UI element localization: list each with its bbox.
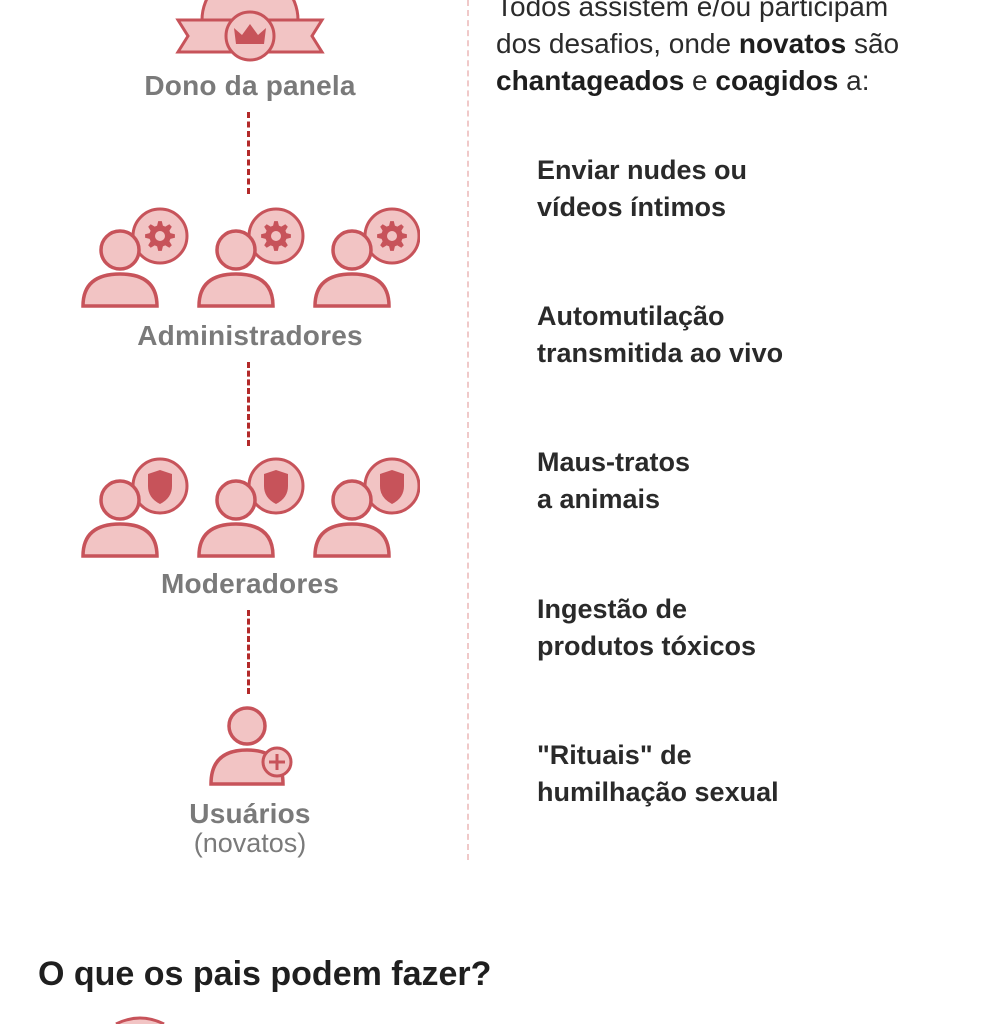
intro-line-1: Todos assistem e/ou participam	[496, 0, 889, 22]
person-gear-icon	[81, 207, 189, 308]
intro-text: Todos assistem e/ou participam dos desaf…	[496, 0, 976, 99]
users-label: Usuários	[189, 798, 311, 829]
admins-label: Administradores	[137, 320, 363, 351]
crown-icon	[175, 0, 325, 62]
shield-icon	[264, 470, 288, 504]
admins-group	[80, 206, 420, 310]
connector-line	[247, 610, 250, 694]
admin-icons	[81, 207, 420, 308]
connector-line	[247, 362, 250, 446]
person-gear-icon	[313, 207, 420, 308]
parents-heading: O que os pais podem fazer?	[38, 955, 492, 993]
person-gear-icon	[197, 207, 305, 308]
column-divider	[467, 0, 469, 860]
connector-line	[247, 112, 250, 194]
person-shield-icon	[313, 457, 420, 558]
moderators-group	[80, 456, 420, 560]
new-user-icon	[209, 706, 293, 786]
person-shield-icon	[81, 457, 189, 558]
moderators-label: Moderadores	[160, 568, 340, 599]
person-shield-icon	[197, 457, 305, 558]
moderator-icons	[81, 457, 420, 558]
intro-line-3: chantageados e coagidos a:	[496, 65, 870, 96]
shield-icon	[148, 470, 172, 504]
owner-label: Dono da panela	[144, 70, 356, 101]
shield-icon	[380, 470, 404, 504]
intro-line-2: dos desafios, onde novatos são	[496, 28, 900, 59]
next-section-icon	[115, 1016, 165, 1024]
users-sublabel: (novatos)	[193, 828, 307, 858]
